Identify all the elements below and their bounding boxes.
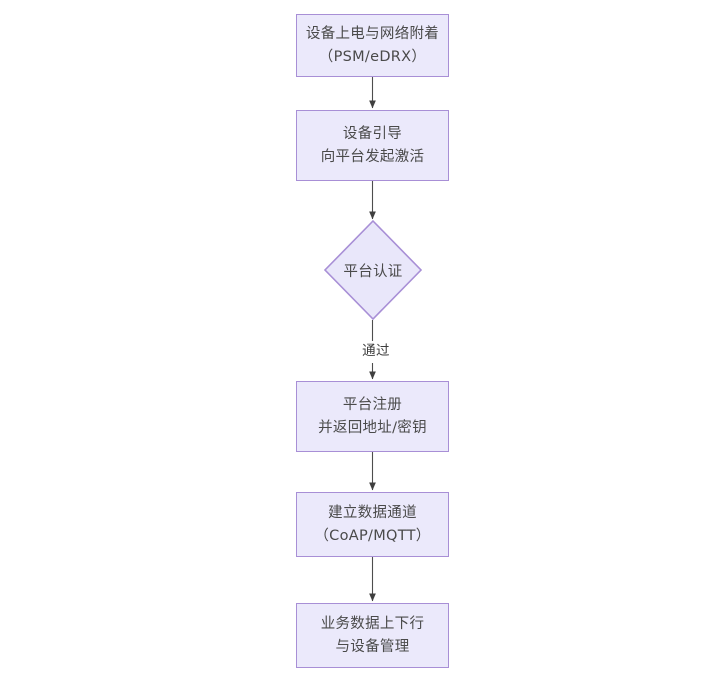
node-power-on-attach[interactable]: 设备上电与网络附着 （PSM/eDRX） — [296, 14, 449, 77]
node-power-on-attach-line2: （PSM/eDRX） — [318, 48, 427, 65]
node-device-bootstrap-line1: 设备引导 — [342, 126, 403, 143]
node-device-bootstrap-line2: 向平台发起激活 — [320, 148, 425, 165]
node-data-channel-line2: （CoAP/MQTT） — [314, 527, 431, 544]
node-platform-register-line2: 并返回地址/密钥 — [318, 419, 427, 436]
node-platform-register-line1: 平台注册 — [342, 397, 403, 414]
node-business-data-line1: 业务数据上下行 — [320, 616, 425, 633]
diamond-shape — [324, 220, 422, 320]
node-business-data[interactable]: 业务数据上下行 与设备管理 — [296, 603, 449, 668]
node-platform-register[interactable]: 平台注册 并返回地址/密钥 — [296, 381, 449, 452]
node-business-data-line2: 与设备管理 — [335, 638, 410, 655]
node-platform-auth-label: 平台认证 — [343, 263, 403, 280]
edge-label-pass: 通过 — [352, 341, 400, 363]
node-platform-auth[interactable]: 平台认证 — [324, 220, 422, 320]
node-data-channel-line1: 建立数据通道 — [328, 505, 417, 522]
node-power-on-attach-line1: 设备上电与网络附着 — [305, 26, 440, 43]
node-device-bootstrap[interactable]: 设备引导 向平台发起激活 — [296, 110, 449, 181]
node-data-channel[interactable]: 建立数据通道 （CoAP/MQTT） — [296, 492, 449, 557]
